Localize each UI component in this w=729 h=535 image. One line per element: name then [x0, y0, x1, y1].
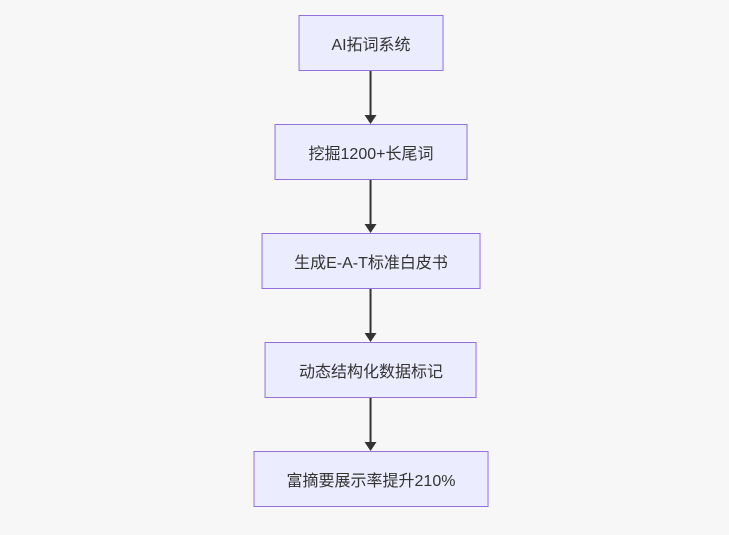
flow-node-longtail-mining: 挖掘1200+长尾词 [274, 124, 468, 180]
flow-node-label: 生成E-A-T标准白皮书 [294, 255, 448, 272]
flowchart: AI拓词系统 挖掘1200+长尾词 生成E-A-T标准白皮书 动态结构化数据标记 [253, 15, 489, 507]
flow-node-structured-data-markup: 动态结构化数据标记 [265, 342, 477, 398]
arrowhead-down-icon [365, 115, 377, 124]
flow-node-label: 动态结构化数据标记 [298, 364, 443, 381]
flow-node-ai-expansion-system: AI拓词系统 [298, 15, 444, 71]
flow-edge-1 [365, 71, 377, 124]
edge-line [370, 180, 372, 225]
arrowhead-down-icon [365, 442, 377, 451]
flow-node-label: AI拓词系统 [331, 37, 411, 54]
flow-node-eat-whitepaper: 生成E-A-T标准白皮书 [261, 233, 481, 289]
edge-line [370, 71, 372, 116]
flow-node-label: 挖掘1200+长尾词 [308, 146, 434, 163]
flow-node-label: 富摘要展示率提升210% [286, 473, 456, 490]
flow-edge-2 [365, 180, 377, 233]
arrowhead-down-icon [365, 333, 377, 342]
flow-edge-4 [365, 398, 377, 451]
arrowhead-down-icon [365, 224, 377, 233]
edge-line [370, 289, 372, 334]
flow-node-rich-snippet-result: 富摘要展示率提升210% [253, 451, 489, 507]
edge-line [370, 398, 372, 443]
flow-edge-3 [365, 289, 377, 342]
